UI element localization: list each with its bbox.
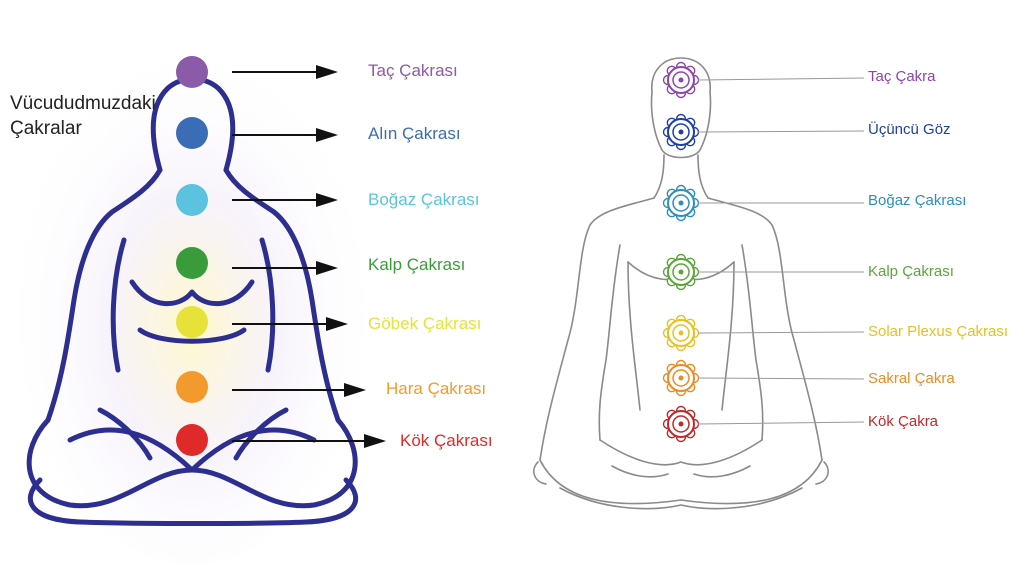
right-chakra-symbol: [662, 113, 700, 151]
right-leader-line: [697, 331, 865, 334]
left-label-throat: Boğaz Çakrası: [368, 190, 480, 209]
left-chakra-dot: [176, 117, 208, 149]
left-arrow-head: [316, 193, 338, 207]
left-label-heart: Kalp Çakrası: [368, 255, 466, 274]
right-label-sacral: Sakral Çakra: [868, 370, 955, 387]
right-chakra-leaders: [697, 77, 865, 425]
right-label-root: Kök Çakra: [868, 413, 939, 430]
left-arrow-head: [326, 317, 348, 331]
right-leader-line: [697, 77, 865, 81]
right-chakra-symbol: [662, 184, 700, 222]
left-figure-outline: [26, 76, 358, 526]
left-label-root: Kök Çakrası: [400, 431, 493, 450]
left-title: Vücududmuzdaki Çakralar: [10, 92, 156, 141]
left-chakra-arrows: [232, 65, 386, 448]
left-arrow-head: [316, 65, 338, 79]
right-label-third-eye: Üçüncü Göz: [868, 121, 951, 138]
left-label-solar: Göbek Çakrası: [368, 314, 482, 333]
right-label-solar: Solar Plexus Çakrası: [868, 323, 1009, 340]
left-chakra-dot: [176, 306, 208, 338]
left-chakra-dot: [176, 247, 208, 279]
left-label-sacral: Hara Çakrası: [386, 379, 487, 398]
right-leader-line: [697, 421, 865, 425]
left-chakra-dot: [176, 184, 208, 216]
left-chakra-dot: [176, 424, 208, 456]
right-label-heart: Kalp Çakrası: [868, 263, 954, 280]
left-chakra-dot: [176, 56, 208, 88]
left-arrow-head: [316, 261, 338, 275]
left-label-third-eye: Alın Çakrası: [368, 124, 461, 143]
right-chakra-symbol: [662, 314, 700, 352]
right-chakra-symbol: [662, 61, 700, 99]
left-arrow-head: [364, 434, 386, 448]
right-chakra-symbols: [662, 61, 700, 443]
left-label-crown: Taç Çakrası: [368, 61, 458, 80]
right-label-crown: Taç Çakra: [868, 68, 936, 85]
right-leader-line: [697, 130, 865, 133]
right-chakra-symbol: [662, 253, 700, 291]
left-title-line1: Vücududmuzdaki: [10, 93, 156, 114]
left-chakra-dots: [176, 56, 208, 456]
right-chakra-symbol: [662, 405, 700, 443]
right-chakra-symbol: [662, 359, 700, 397]
right-leader-line: [697, 377, 865, 380]
left-arrow-head: [344, 383, 366, 397]
left-title-line2: Çakralar: [10, 117, 82, 139]
right-label-throat: Boğaz Çakrası: [868, 192, 967, 209]
left-arrow-head: [316, 128, 338, 142]
left-chakra-dot: [176, 371, 208, 403]
